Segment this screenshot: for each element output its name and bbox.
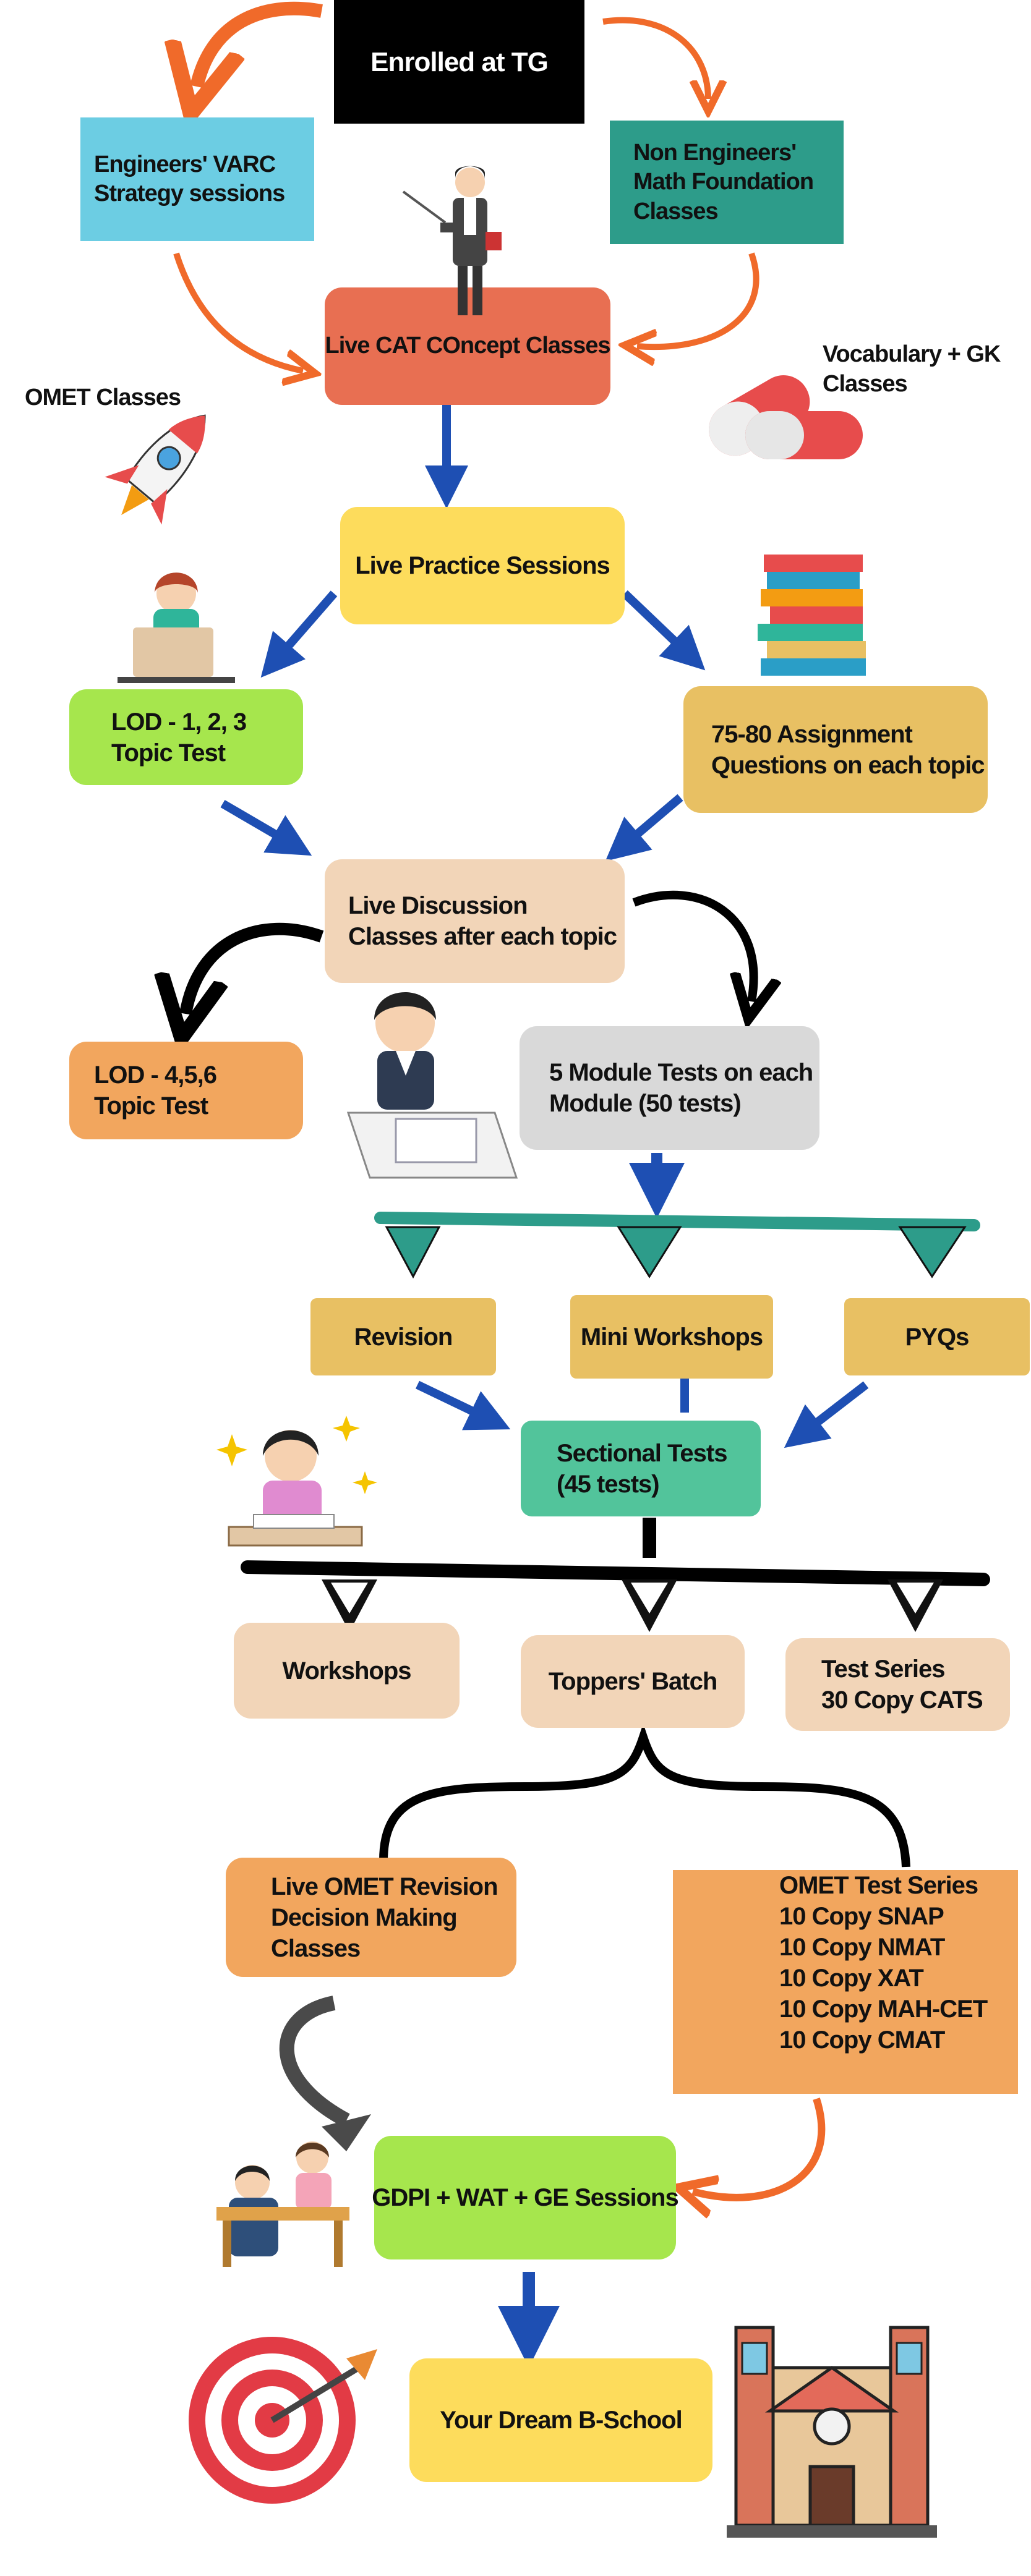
arrow-lod123-to-discussion xyxy=(220,799,312,856)
toppers-box: Toppers' Batch xyxy=(521,1635,745,1728)
arrow-practice-to-assign xyxy=(622,590,706,671)
math-box: Non Engineers' Math Foundation Classes xyxy=(610,121,844,244)
mini-workshops-box: Mini Workshops xyxy=(570,1295,773,1379)
arrow-omet-series-to-gdpi xyxy=(693,2098,826,2198)
assign-box: 75-80 Assignment Questions on each topic xyxy=(683,686,988,813)
discussion-box: Live Discussion Classes after each topic xyxy=(325,859,625,983)
teal-branch-bar xyxy=(374,1212,980,1231)
revision-box: Revision xyxy=(310,1298,496,1375)
lod456-box: LOD - 4,5,6 Topic Test xyxy=(69,1042,303,1139)
practice-box: Live Practice Sessions xyxy=(340,507,625,624)
varc-box: Engineers' VARC Strategy sessions xyxy=(80,117,314,241)
vocab-label: Vocabulary + GK Classes xyxy=(823,341,1001,397)
enrolled-box: Enrolled at TG xyxy=(334,0,584,124)
enrolled-label: Enrolled at TG xyxy=(370,46,549,77)
arrow-math-to-concept xyxy=(637,252,759,347)
arrow-revision-to-sectional xyxy=(415,1380,511,1430)
pyqs-box: PYQs xyxy=(844,1298,1030,1375)
omet-series-box: OMET Test Series 10 Copy SNAP 10 Copy NM… xyxy=(673,1870,1018,2094)
arrow-omet-revision-to-interview xyxy=(279,1996,350,2127)
teal-triangle-pyqs xyxy=(898,1226,967,1278)
omet-revision-box: Live OMET Revision Decision Making Class… xyxy=(226,1858,516,1977)
teal-triangle-revision xyxy=(385,1226,441,1279)
arrow-enrolled-to-math xyxy=(602,17,708,99)
teal-triangle-mini xyxy=(617,1226,682,1278)
module-box: 5 Module Tests on each Module (50 tests) xyxy=(520,1026,819,1150)
curly-brace xyxy=(379,1723,910,1868)
black-branch-bar xyxy=(241,1560,990,1586)
arrow-discussion-to-lod456 xyxy=(186,922,324,1014)
omet-classes-label: OMET Classes xyxy=(25,385,181,410)
gdpi-box: GDPI + WAT + GE Sessions xyxy=(372,2136,679,2259)
test-series-box: Test Series 30 Copy CATS xyxy=(785,1638,1010,1731)
arrow-discussion-to-module xyxy=(632,890,754,1001)
arrow-varc-to-concept xyxy=(173,252,303,371)
workshops-box: Workshops xyxy=(234,1623,460,1719)
arrow-assign-to-discussion xyxy=(605,794,683,862)
arrow-pyqs-to-sectional xyxy=(784,1381,869,1448)
dream-box: Your Dream B-School xyxy=(409,2358,712,2482)
arrow-practice-to-lod123 xyxy=(260,590,338,678)
lod123-box: LOD - 1, 2, 3 Topic Test xyxy=(69,689,303,785)
sectional-box: Sectional Tests (45 tests) xyxy=(521,1421,761,1516)
concept-box: Live CAT COncept Classes xyxy=(325,287,611,405)
arrow-enrolled-to-varc xyxy=(197,1,323,87)
